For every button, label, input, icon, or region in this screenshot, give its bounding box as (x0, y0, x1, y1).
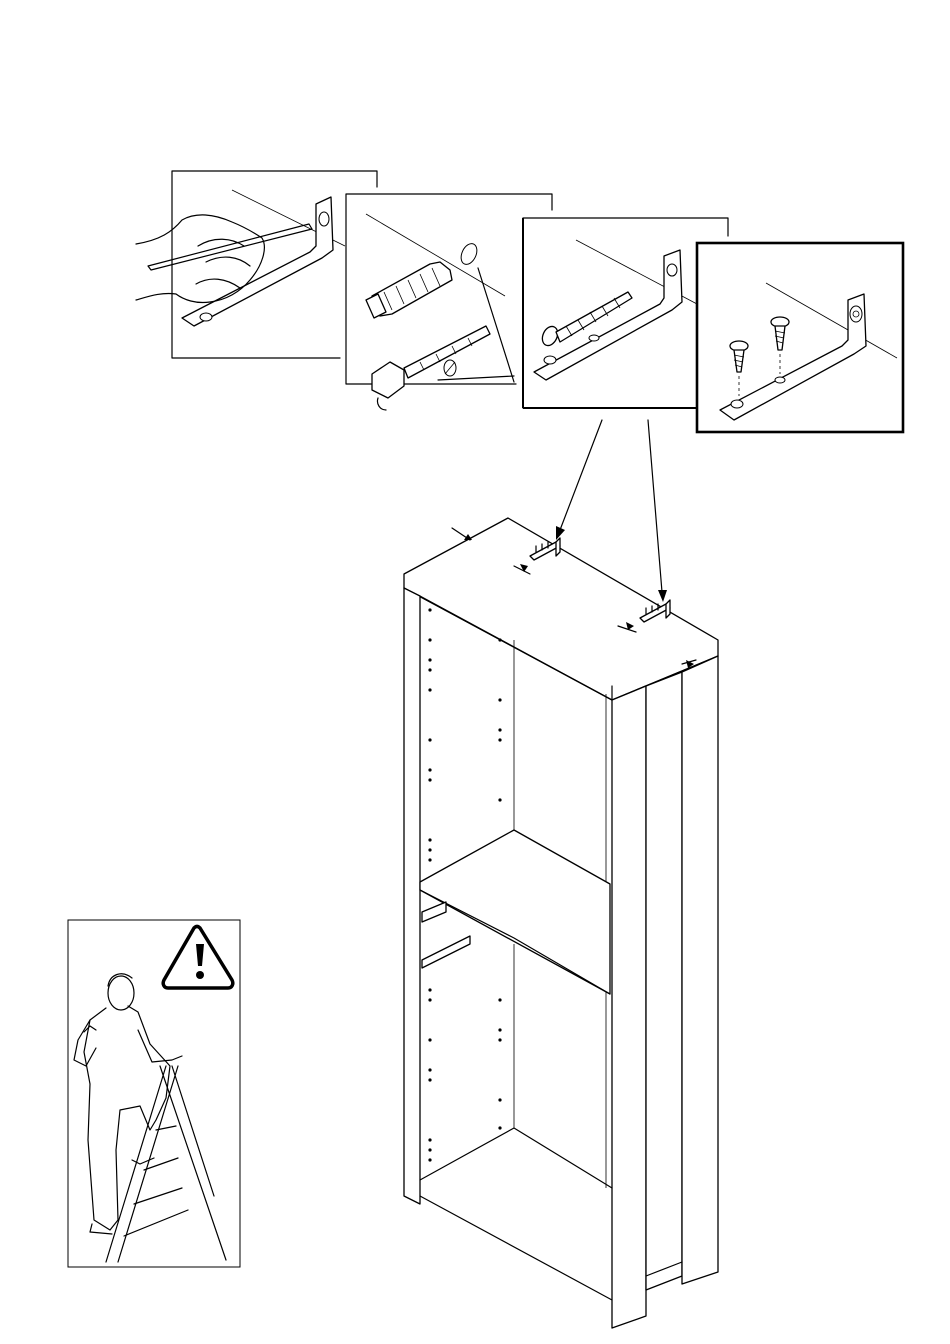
detail-panel-safety (68, 920, 240, 1267)
wall-screw-icon (534, 240, 697, 380)
detail-panel-mark-holes (136, 171, 377, 358)
bookcase-cabinet-icon (404, 518, 718, 1328)
pencil-marking-icon (136, 190, 345, 326)
detail-panel-drill-and-plug (346, 194, 552, 410)
wall-plug-drill-icon (366, 214, 514, 410)
detail-panel-screw-to-cabinet (697, 243, 903, 432)
